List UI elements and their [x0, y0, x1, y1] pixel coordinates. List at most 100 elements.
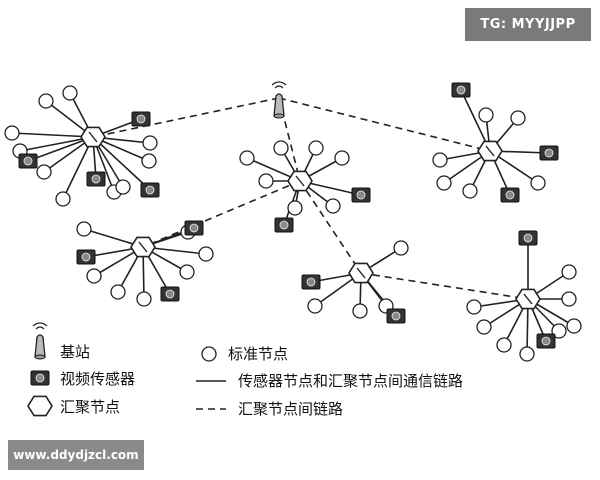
legend-aggregation-node-icon: [27, 395, 53, 417]
legend-aggregation-link-label: 汇聚节点间链路: [238, 400, 344, 418]
base-station-group: [271, 81, 287, 119]
standard-node: [436, 175, 452, 191]
legend-standard-node-icon: [201, 346, 217, 362]
video-sensor-icon: [184, 220, 204, 236]
watermark-badge: TG: MYYJJPP: [465, 8, 591, 41]
aggregation-link-2: [278, 97, 491, 152]
standard-node: [510, 110, 526, 126]
standard-node: [287, 200, 303, 216]
sensor-link: [11, 132, 94, 138]
camera-lens: [136, 114, 146, 124]
aggregation-node-mark: [485, 145, 495, 157]
standard-node: [561, 291, 577, 307]
standard-node: [519, 346, 535, 362]
legend-base-station-label: 基站: [60, 343, 91, 361]
camera-lens: [23, 156, 33, 166]
standard-node: [462, 183, 478, 199]
standard-node: [551, 323, 567, 339]
camera-lens: [356, 190, 366, 200]
standard-node: [62, 85, 78, 101]
standard-node: [561, 264, 577, 280]
sensor-nodes: [4, 82, 582, 362]
standard-node: [307, 298, 323, 314]
video-sensor-icon: [86, 171, 106, 187]
sensor-link: [27, 136, 94, 162]
legend-aggregation-node-label: 汇聚节点: [60, 398, 121, 416]
signal-wave-outer: [32, 322, 48, 327]
antenna-base: [34, 354, 46, 360]
standard-node: [325, 198, 341, 214]
standard-node: [466, 299, 482, 315]
camera-lens: [35, 373, 45, 383]
standard-node: [496, 337, 512, 353]
standard-node: [334, 150, 350, 166]
camera-lens: [81, 252, 91, 262]
standard-node: [476, 319, 492, 335]
video-sensor-icon: [131, 111, 151, 127]
legend-video-sensor-icon: [30, 370, 50, 386]
video-sensor-icon: [140, 182, 160, 198]
standard-node: [86, 268, 102, 284]
signal-wave-outer: [271, 81, 287, 86]
standard-node: [76, 221, 92, 237]
standard-node: [142, 135, 158, 151]
video-sensor-icon: [351, 187, 371, 203]
video-sensor-icon: [76, 249, 96, 265]
legend-base-station-icon: [32, 322, 48, 360]
standard-node: [273, 140, 289, 156]
standard-node: [115, 179, 131, 195]
aggregation-links: [92, 97, 529, 300]
video-sensor-icon: [386, 308, 406, 324]
signal-wave-inner: [274, 85, 284, 89]
sensor-link: [19, 136, 94, 152]
standard-node: [432, 152, 448, 168]
standard-node: [110, 284, 126, 300]
aggregation-node-mark: [88, 131, 98, 143]
video-sensor-icon: [536, 333, 556, 349]
camera-lens: [505, 190, 515, 200]
video-sensor-icon: [160, 286, 180, 302]
standard-node: [38, 93, 54, 109]
website-url-badge: www.ddydjzcl.com: [8, 440, 144, 470]
camera-lens: [544, 148, 554, 158]
legend-standard-node-label: 标准节点: [228, 345, 289, 363]
video-sensor-icon: [518, 230, 538, 246]
legend-icons: [27, 322, 226, 417]
aggregation-node-mark: [138, 241, 148, 253]
standard-node: [393, 240, 409, 256]
legend-video-sensor-label: 视频传感器: [60, 370, 136, 388]
standard-node: [239, 150, 255, 166]
aggregation-link-0: [92, 97, 280, 138]
video-sensor-icon: [451, 82, 471, 98]
standard-node: [478, 107, 494, 123]
antenna-mast: [34, 334, 46, 358]
aggregation-node-mark: [523, 293, 533, 305]
aggregation-link-5: [360, 272, 529, 300]
legend-sensor-link-label: 传感器节点和汇聚节点间通信链路: [238, 372, 464, 390]
aggregation-link-3: [142, 180, 301, 248]
standard-node: [352, 303, 368, 319]
signal-wave-inner: [35, 326, 45, 330]
aggregation-link-4: [299, 180, 362, 274]
standard-node: [55, 191, 71, 207]
video-sensor-icon: [18, 153, 38, 169]
standard-node: [308, 140, 324, 156]
standard-node: [36, 164, 52, 180]
standard-node: [530, 175, 546, 191]
base-station-icon: [271, 81, 287, 119]
video-sensor-icon: [274, 217, 294, 233]
antenna-base: [273, 113, 285, 119]
camera-lens: [541, 336, 551, 346]
standard-node: [258, 173, 274, 189]
camera-lens: [145, 185, 155, 195]
standard-node: [136, 291, 152, 307]
camera-lens: [189, 223, 199, 233]
camera-lens: [306, 277, 316, 287]
video-sensor-icon: [539, 145, 559, 161]
video-sensor-icon: [301, 274, 321, 290]
camera-lens: [165, 289, 175, 299]
antenna-mast: [273, 93, 285, 117]
standard-node: [198, 246, 214, 262]
